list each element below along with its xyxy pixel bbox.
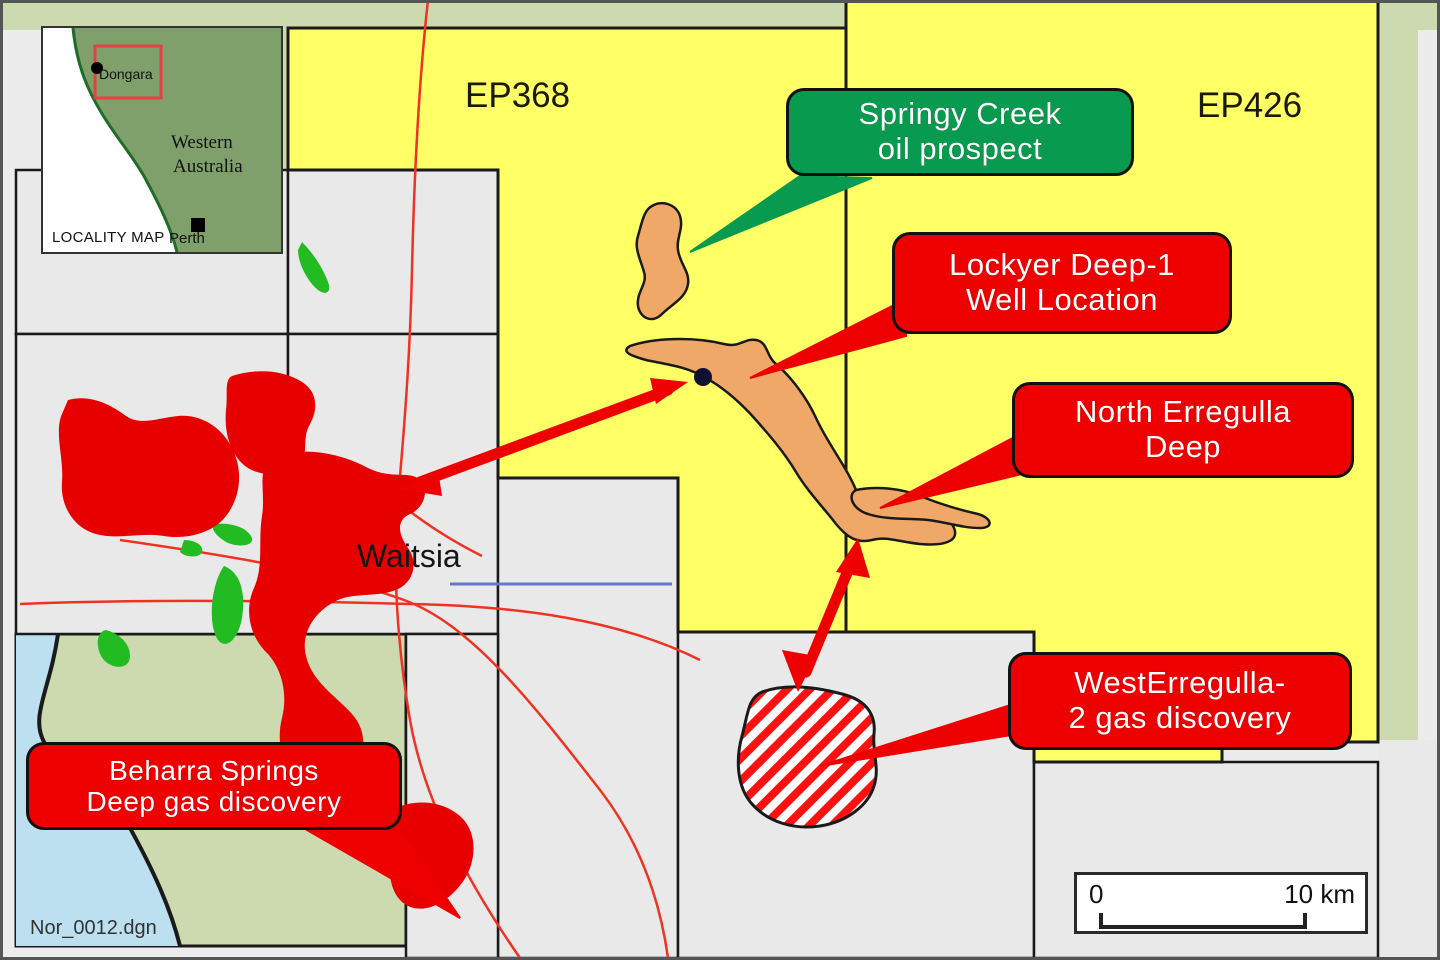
callout-north-erregulla-line2: Deep — [1144, 429, 1222, 464]
permit-label-ep368: EP368 — [465, 76, 571, 115]
callout-north-erregulla-deep[interactable]: North Erregulla Deep — [1012, 382, 1354, 478]
annotation-arrows — [400, 378, 870, 692]
callout-lockyer-line1: Lockyer Deep-1 — [949, 247, 1175, 283]
lockyer-deep-1-well-dot — [694, 368, 712, 386]
lockyer-erregulla-prospect — [625, 337, 957, 546]
callout-beharra-line2: Deep gas discovery — [86, 786, 342, 817]
inset-region-line2: Australia — [173, 156, 243, 177]
callout-beharra-line1: Beharra Springs — [109, 754, 319, 786]
inset-city-perth: Perth — [169, 230, 205, 247]
dongara-marker — [91, 62, 103, 74]
coastline — [71, 28, 179, 252]
callout-west-erregulla-line2: 2 gas discovery — [1068, 700, 1292, 735]
springy-creek-tail — [689, 174, 873, 253]
callout-west-erregulla-2[interactable]: WestErregulla- 2 gas discovery — [1008, 652, 1352, 750]
callout-lockyer-line2: Well Location — [965, 282, 1159, 317]
source-file-label: Nor_0012.dgn — [30, 917, 157, 939]
locality-map-inset: Dongara Perth Western Australia LOCALITY… — [41, 26, 283, 254]
perth-marker — [191, 218, 205, 232]
callout-springy-creek-line2: oil prospect — [877, 131, 1043, 166]
scale-bar-min: 0 — [1089, 879, 1104, 909]
place-label-waitsia: Waitsia — [357, 538, 461, 574]
inset-region-line1: Western — [171, 132, 233, 153]
discovery-polygons — [58, 371, 474, 909]
callout-north-erregulla-line1: North Erregulla — [1075, 394, 1291, 430]
scale-bar: 0 10 km — [1074, 872, 1368, 934]
scale-bar-max: 10 km — [1284, 879, 1355, 909]
inset-city-dongara: Dongara — [99, 66, 153, 82]
inset-title: LOCALITY MAP — [52, 229, 165, 246]
west-erregulla-2-polygon — [736, 685, 878, 829]
callout-lockyer-deep-1[interactable]: Lockyer Deep-1 Well Location — [892, 232, 1232, 334]
callout-tails — [296, 174, 1026, 919]
callout-west-erregulla-line1: WestErregulla- — [1074, 665, 1286, 701]
callout-springy-creek[interactable]: Springy Creek oil prospect — [786, 88, 1134, 176]
scale-bar-rule — [1099, 913, 1307, 929]
permit-label-ep426: EP426 — [1197, 86, 1303, 125]
springy-creek-prospect — [635, 202, 690, 321]
callout-beharra-springs[interactable]: Beharra Springs Deep gas discovery — [26, 742, 402, 830]
callout-springy-creek-line1: Springy Creek — [858, 96, 1062, 132]
wa-landmass — [73, 28, 281, 252]
